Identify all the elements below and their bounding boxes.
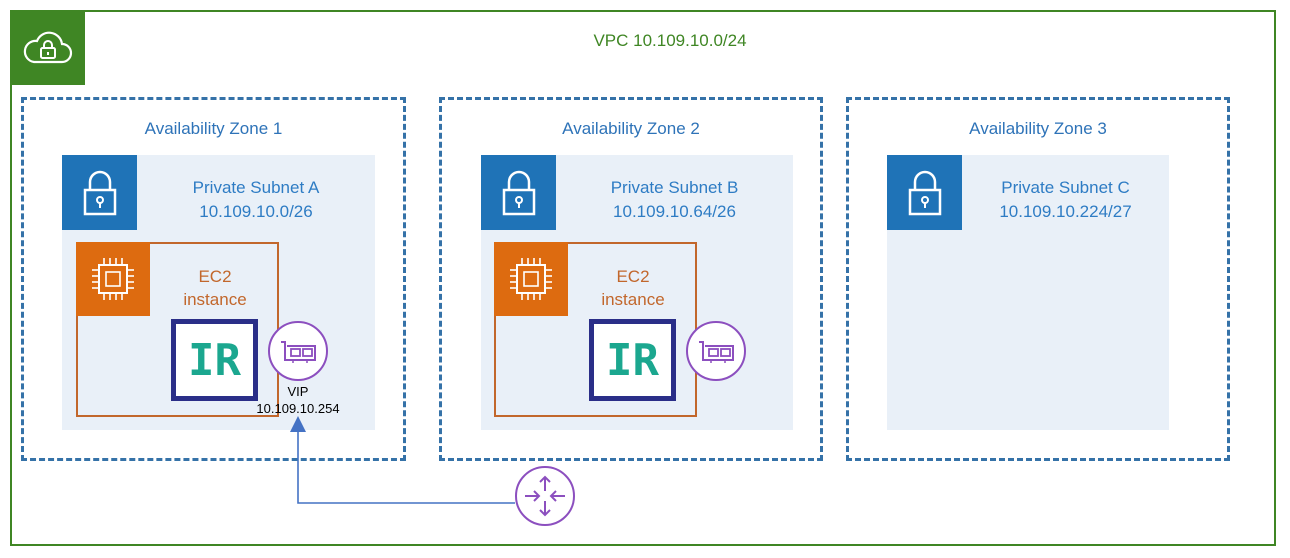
vpc-badge: [10, 10, 85, 85]
ir-application-logo: IR: [171, 319, 258, 401]
router-icon: [525, 475, 565, 517]
subnet-badge: [887, 155, 962, 230]
ec2-label: EC2: [616, 267, 650, 286]
router: [515, 466, 575, 526]
subnet-cidr: 10.109.10.0/26: [199, 202, 313, 221]
cloud-lock-icon: [23, 31, 72, 63]
padlock-icon: [908, 170, 941, 215]
ec2-badge: [494, 242, 568, 316]
processor-chip-icon: [510, 258, 552, 300]
processor-chip-icon: [92, 258, 134, 300]
ec2-badge: [76, 242, 150, 316]
subnet-cidr: 10.109.10.224/27: [999, 202, 1132, 221]
ir-application-logo: IR: [589, 319, 676, 401]
vpc-title: VPC 10.109.10.0/24: [593, 31, 747, 50]
subnet-name: Private Subnet B: [610, 178, 739, 197]
ec2-label: instance: [601, 290, 665, 309]
zone-title: Availability Zone 2: [562, 119, 700, 138]
padlock-icon: [83, 170, 116, 215]
subnet-cidr: 10.109.10.64/26: [613, 202, 736, 221]
vip-label: VIP: [287, 384, 309, 399]
network-interface-card-icon: [699, 341, 734, 363]
ec2-label: instance: [183, 290, 247, 309]
padlock-icon: [502, 170, 535, 215]
network-interface-card-icon: [281, 341, 316, 363]
zone-title: Availability Zone 1: [144, 119, 283, 138]
availability-zone-3: [846, 97, 1230, 461]
network-interface: [268, 321, 328, 381]
subnet-badge: [481, 155, 556, 230]
subnet-name: Private Subnet A: [192, 178, 320, 197]
vip-address: 10.109.10.254: [256, 401, 340, 416]
subnet-badge: [62, 155, 137, 230]
zone-title: Availability Zone 3: [969, 119, 1107, 138]
availability-zone-2: [439, 97, 823, 461]
network-interface: [686, 321, 746, 381]
vpc-container: [10, 10, 1276, 546]
subnet-name: Private Subnet C: [1001, 178, 1130, 197]
ec2-label: EC2: [198, 267, 232, 286]
availability-zone-1: [21, 97, 406, 461]
